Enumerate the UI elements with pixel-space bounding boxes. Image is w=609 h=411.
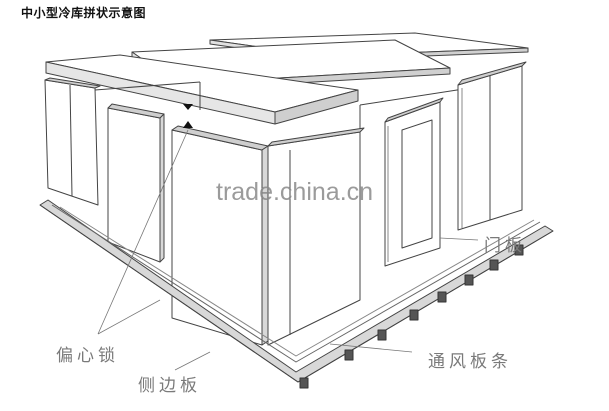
label-vent-strip: 通风板条 [428,352,512,372]
diagram-title: 中小型冷库拼状示意图 [21,6,147,20]
ceiling-panel-front [45,54,359,125]
label-door-panel: 门板 [484,236,526,256]
front-corner-panel-right [267,127,365,346]
leader-lines [97,129,479,371]
front-corner-panel-left [171,125,269,346]
door-panel [384,97,444,267]
left-wall-panel-2 [107,103,165,263]
right-wall-panel [457,61,527,231]
label-side-panel: 侧边板 [138,376,201,396]
vent-strips [299,244,524,389]
lock-arrow-markers [183,104,193,128]
watermark: trade.china.cn [216,178,374,206]
left-wall-panel-1 [44,77,101,206]
label-eccentric-lock: 偏心锁 [56,346,119,366]
